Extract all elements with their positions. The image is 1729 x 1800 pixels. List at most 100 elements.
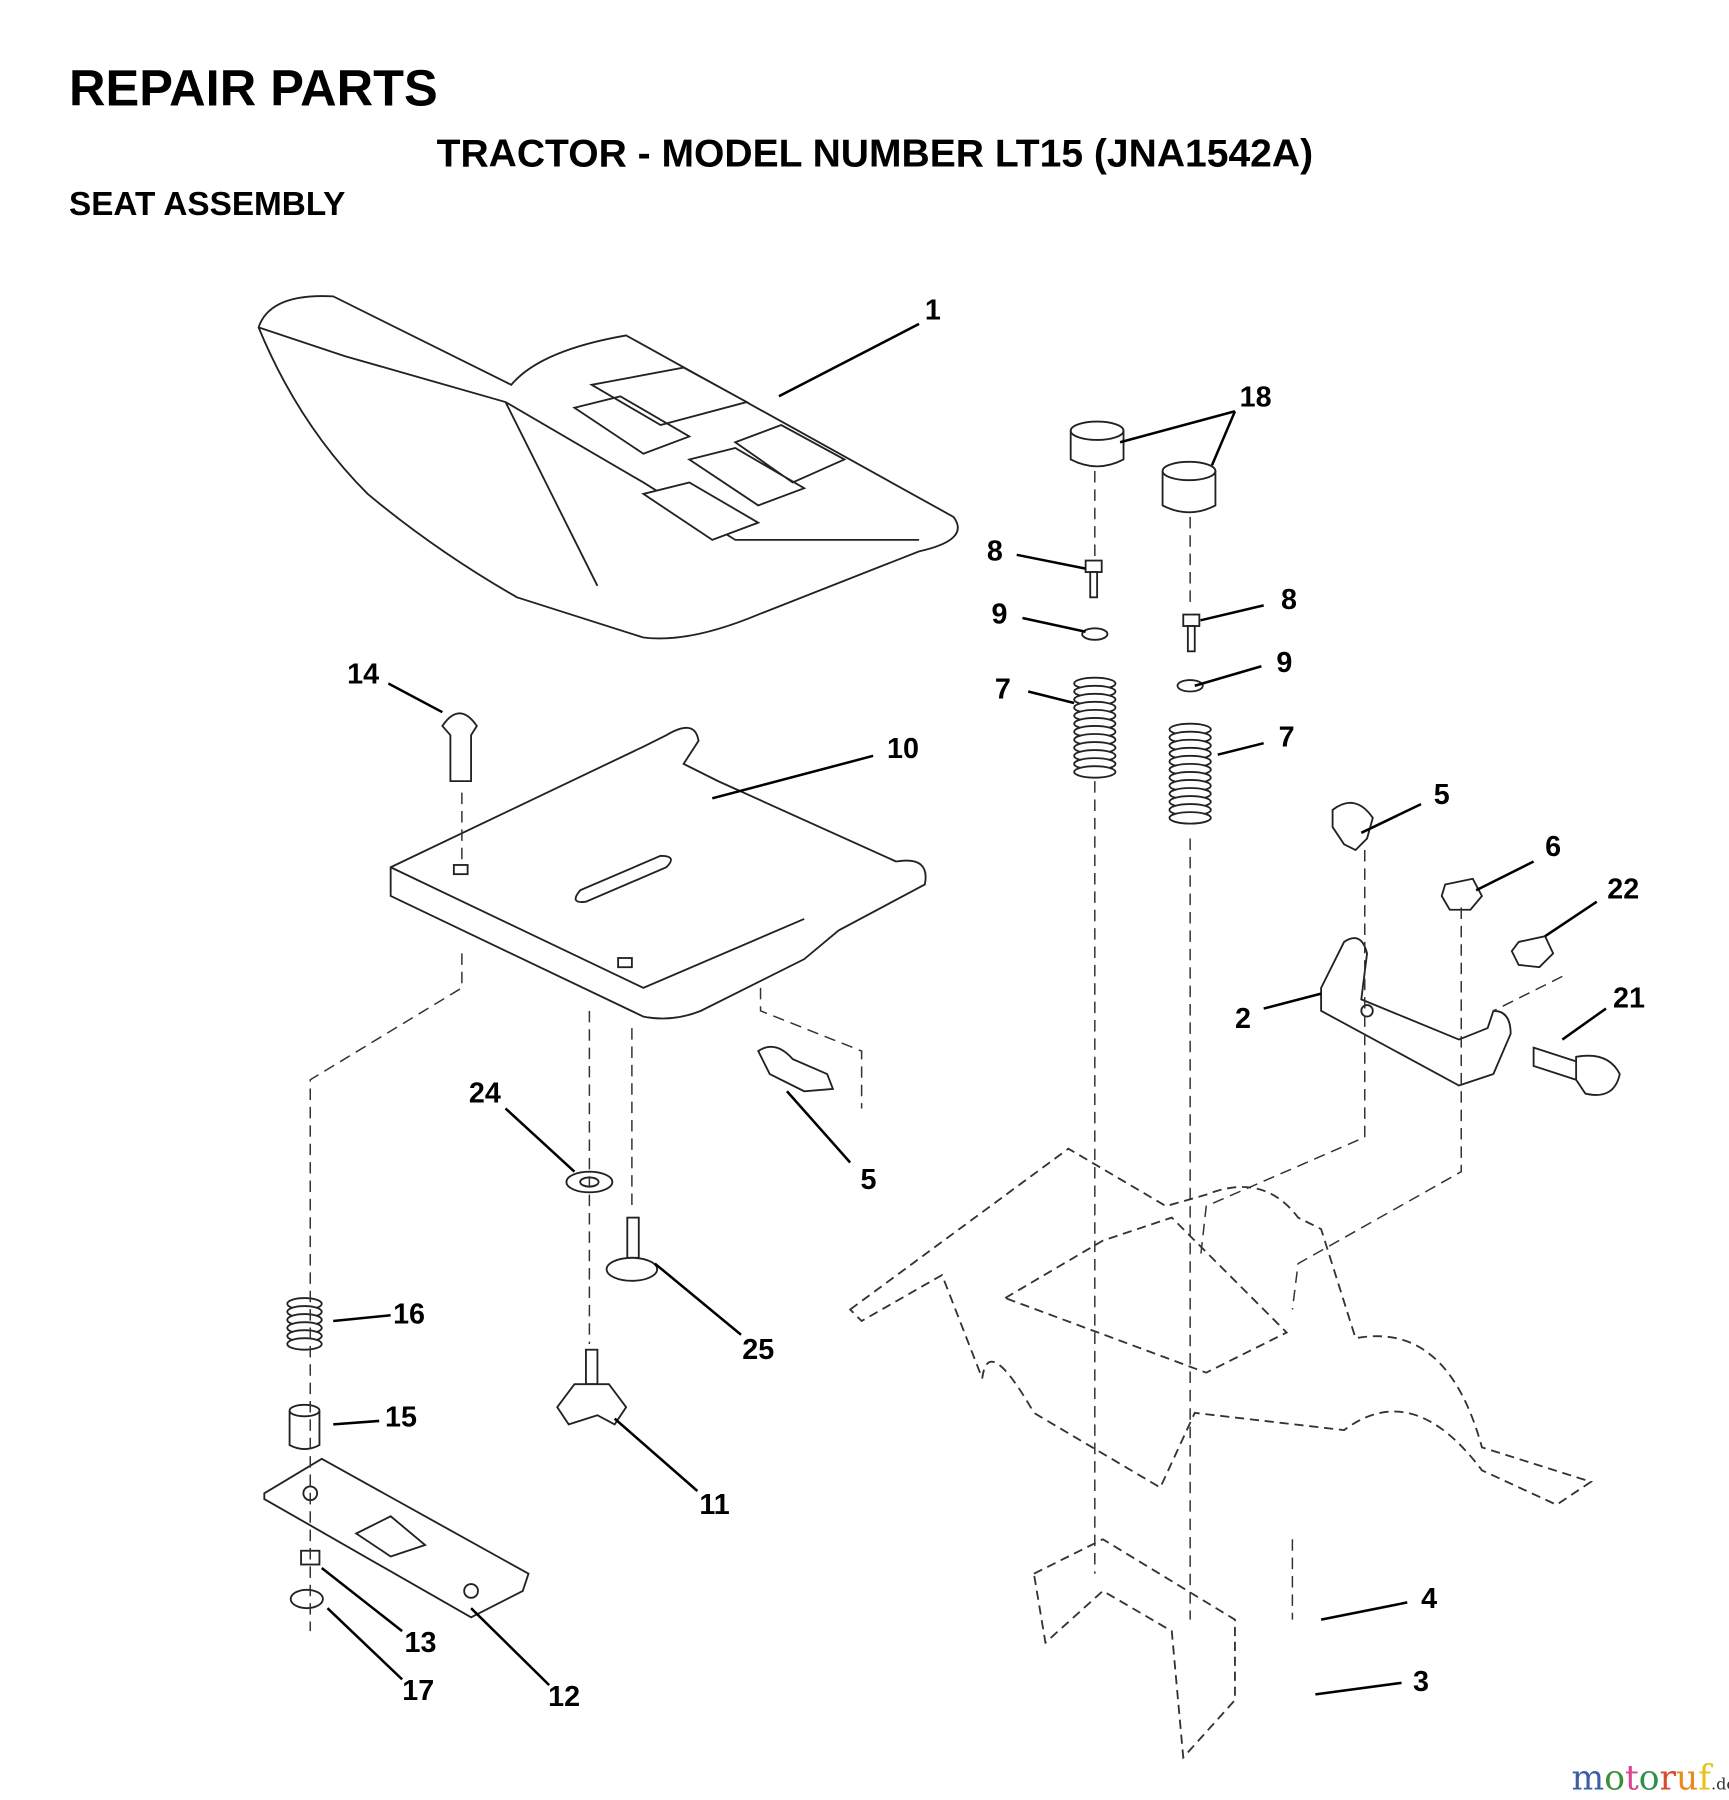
leader-line [1016,553,1086,570]
leader-line [504,1107,576,1173]
callout: 11 [613,1417,730,1521]
leader-line [326,1607,404,1681]
part-number-label: 16 [393,1298,425,1330]
alignment-lines [309,470,1563,1632]
leader-line [320,1566,403,1633]
seat-pan [389,726,927,1020]
callout: 8 [987,536,1086,570]
callout: 18 [1119,382,1272,466]
part-number-label: 14 [347,658,379,690]
callout: 8 [1200,584,1297,622]
part-number-label: 15 [385,1402,417,1434]
leader-line [654,1262,742,1336]
part-number-label: 13 [405,1627,437,1659]
nuts [1440,877,1555,969]
leader-line [786,1090,852,1164]
part-number-label: 12 [548,1681,580,1713]
leader-line [613,1417,699,1492]
callout: 1 [778,294,941,398]
leader-line [1119,410,1236,444]
callout: 10 [711,733,919,800]
callout: 7 [995,673,1075,705]
leader-line [711,754,874,800]
model-title: TRACTOR - MODEL NUMBER LT15 (JNA1542A) [437,133,1313,176]
leader-line [1263,992,1322,1010]
leader-line [1544,900,1598,938]
callout: 24 [469,1078,576,1173]
leader-line [333,1419,380,1426]
part-number-label: 11 [699,1489,729,1521]
part-number-label: 17 [402,1675,434,1707]
callout: 21 [1561,982,1645,1041]
leader-line [1194,665,1262,687]
lower-parts [263,1170,659,1619]
carriage-bolt [441,712,478,783]
part-number-label: 7 [995,673,1011,705]
watermark-logo: motoruf.de [1572,1759,1729,1799]
spacers [1069,420,1217,514]
leader-line [1320,1601,1408,1621]
leader-line [778,322,920,398]
callout: 6 [1475,831,1561,892]
leader-line [1475,860,1535,892]
part-number-label: 22 [1607,873,1639,905]
part-number-label: 4 [1421,1583,1437,1615]
part-number-label: 21 [1613,982,1645,1014]
leader-line [470,1607,551,1687]
coil-spring [286,1297,323,1351]
part-number-label: 24 [469,1078,501,1110]
part-number-label: 7 [1279,722,1295,754]
seat [257,295,959,640]
part-number-label: 3 [1413,1666,1429,1698]
callout: 16 [333,1298,425,1330]
bracket [1320,937,1512,1087]
callout: 14 [347,658,443,714]
callout: 4 [1320,1583,1437,1621]
part-number-label: 9 [991,599,1007,631]
leader-line [1022,616,1086,634]
part-number-label: 5 [861,1164,877,1196]
leader-line [333,1313,391,1323]
callout: 5 [1360,779,1450,834]
part-number-label: 1 [925,294,941,326]
part-number-label: 2 [1235,1003,1251,1035]
callout: 25 [654,1262,774,1366]
callout: 9 [1194,647,1292,687]
bolt-21 [1532,1046,1621,1096]
callout: 7 [1217,722,1295,756]
leader-line [1315,1681,1402,1696]
callout: 9 [991,599,1086,634]
part-number-label: 9 [1276,647,1292,679]
coil-spring [1168,722,1212,825]
callout: 12 [470,1607,580,1713]
leader-line [1027,690,1075,705]
callout: 15 [333,1402,417,1434]
callout: 17 [326,1607,434,1707]
part-number-label: 6 [1545,831,1561,863]
leader-line [1217,741,1264,756]
leader-line [1200,604,1264,622]
leader-line [1360,802,1422,834]
leader-line [1210,410,1237,466]
part-number-label: 18 [1240,382,1272,414]
leader-line [1561,1007,1607,1041]
callout: 3 [1315,1666,1429,1698]
callout: 13 [320,1566,437,1659]
callout: 2 [1235,992,1322,1035]
callout: 22 [1544,873,1639,938]
section-title: SEAT ASSEMBLY [69,186,345,223]
callout: 5 [786,1090,877,1196]
part-number-label: 5 [1434,779,1450,811]
part-number-label: 25 [742,1334,774,1366]
part-number-label: 8 [987,536,1003,568]
page-title: REPAIR PARTS [69,60,438,117]
leader-line [387,682,443,714]
springs-and-bolts [286,559,1212,1351]
clips [757,801,1374,1093]
coil-spring [1073,676,1117,779]
part-number-label: 8 [1281,584,1297,616]
fender-outline [848,1147,1594,1760]
